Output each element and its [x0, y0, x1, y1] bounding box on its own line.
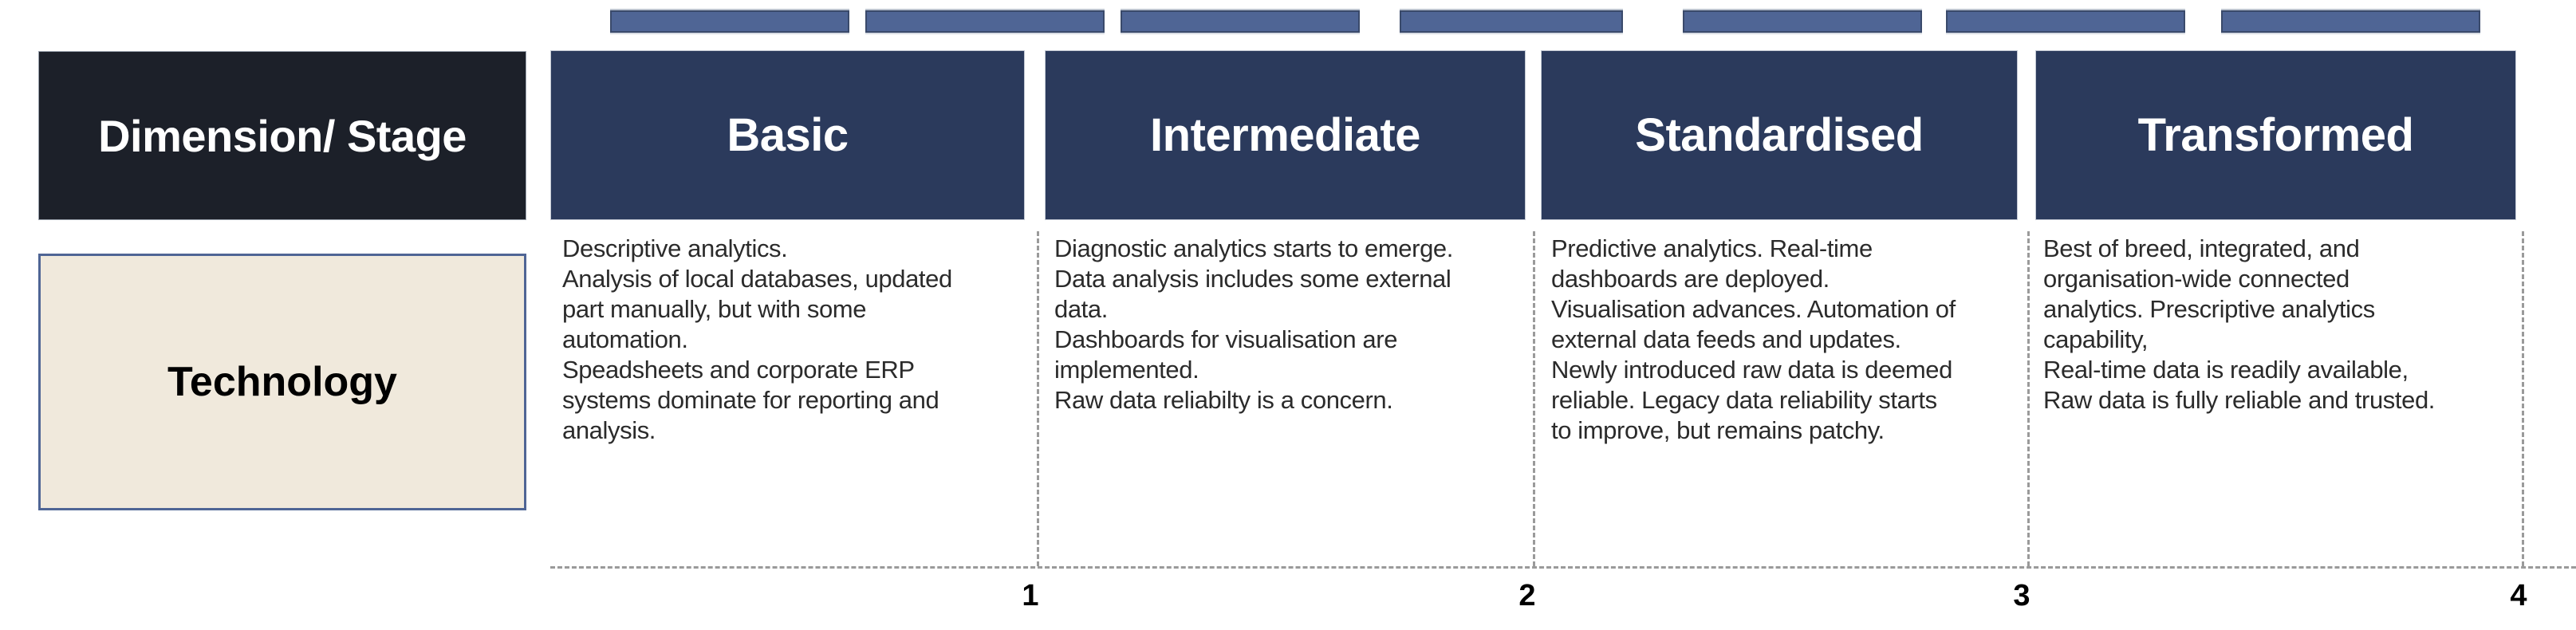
dimension-row-label: Technology	[167, 359, 397, 405]
stage-header-label: Standardised	[1635, 109, 1924, 161]
stage-header-intermediate[interactable]: Intermediate	[1045, 50, 1526, 220]
progress-bar-4	[1400, 10, 1623, 33]
stage-header-label: Intermediate	[1150, 109, 1420, 161]
stage-header-label: Transformed	[2137, 109, 2414, 161]
cell-technology-basic: Descriptive analytics. Analysis of local…	[562, 234, 952, 444]
progress-bar-3	[1121, 10, 1360, 33]
progress-bar-5	[1683, 10, 1922, 33]
column-divider-1	[1037, 231, 1039, 566]
progress-bar-7	[2221, 10, 2480, 33]
column-divider-2	[1533, 231, 1535, 566]
progress-bar-6	[1946, 10, 2185, 33]
stage-header-transformed[interactable]: Transformed	[2035, 50, 2516, 220]
scale-number-3: 3	[2013, 579, 2030, 612]
scale-number-4: 4	[2510, 579, 2527, 612]
stage-header-label: Basic	[727, 109, 849, 161]
corner-header: Dimension/ Stage	[38, 51, 526, 220]
corner-header-label: Dimension/ Stage	[98, 110, 467, 161]
column-divider-4	[2522, 231, 2524, 566]
cell-technology-transformed: Best of breed, integrated, and organisat…	[2043, 234, 2435, 414]
stage-header-standardised[interactable]: Standardised	[1541, 50, 2018, 220]
scale-axis-line	[550, 566, 2576, 569]
stage-header-basic[interactable]: Basic	[550, 50, 1025, 220]
dimension-row-technology: Technology	[38, 254, 526, 510]
scale-number-1: 1	[1022, 579, 1039, 612]
progress-bar-1	[610, 10, 849, 33]
cell-technology-intermediate: Diagnostic analytics starts to emerge. D…	[1054, 234, 1453, 414]
scale-number-2: 2	[1518, 579, 1536, 612]
cell-technology-standardised: Predictive analytics. Real-time dashboar…	[1551, 234, 1956, 444]
column-divider-3	[2027, 231, 2030, 566]
progress-bar-2	[865, 10, 1105, 33]
